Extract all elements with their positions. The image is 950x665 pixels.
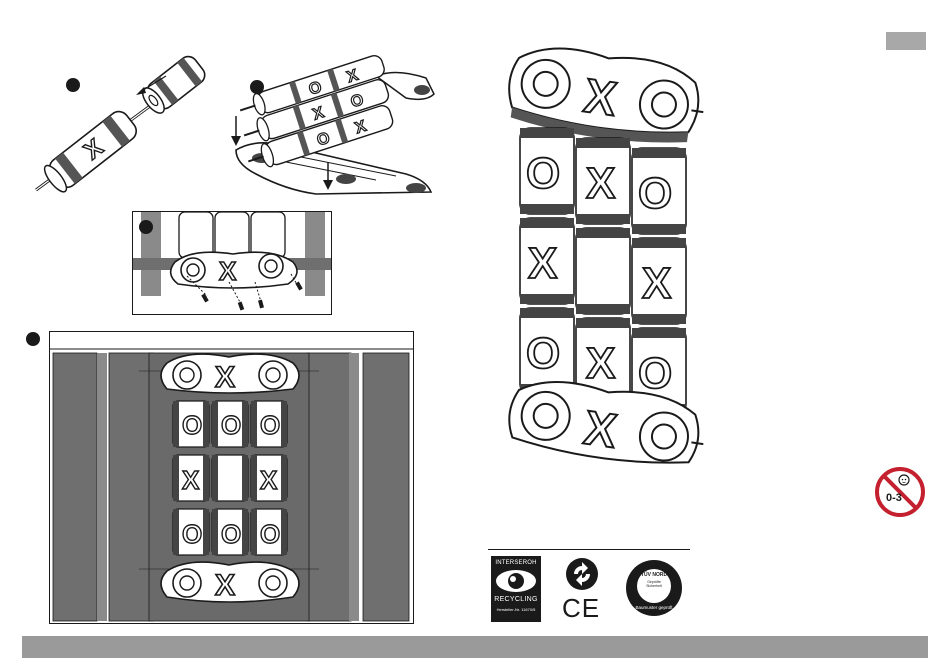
svg-text:X: X bbox=[182, 465, 200, 495]
interseroh-logo: INTERSEROH RECYCLING Hersteller-Nr. 1167… bbox=[491, 556, 541, 622]
tuv-inner-text: Geprüfte Sicherheit bbox=[640, 580, 668, 588]
tuv-logo: TÜV NORD Geprüfte Sicherheit Baumuster g… bbox=[624, 558, 684, 618]
step2-illustration: O X X O O X bbox=[226, 54, 456, 204]
step1-illustration: X bbox=[28, 40, 218, 200]
svg-text:O: O bbox=[182, 410, 202, 440]
green-dot-icon bbox=[560, 556, 604, 592]
step4-marker bbox=[26, 332, 40, 346]
footer-bar bbox=[22, 636, 928, 658]
interseroh-number-text: Hersteller-Nr. 11670/5 bbox=[491, 607, 541, 612]
step1-marker bbox=[66, 78, 80, 92]
interseroh-bottom-text: RECYCLING bbox=[491, 596, 541, 603]
svg-text:O: O bbox=[221, 410, 241, 440]
interseroh-eye-icon bbox=[491, 566, 541, 596]
svg-text:O: O bbox=[638, 169, 672, 218]
svg-text:O: O bbox=[221, 519, 241, 549]
svg-text:X: X bbox=[215, 569, 235, 602]
svg-text:O: O bbox=[526, 149, 560, 198]
step2-marker bbox=[250, 80, 264, 94]
age-warning-label: 0-3 bbox=[886, 492, 902, 504]
tuv-bottom-text: Baumuster geprüft bbox=[630, 605, 678, 610]
svg-text:O: O bbox=[260, 410, 280, 440]
interseroh-top-text: INTERSEROH bbox=[491, 560, 541, 566]
step3-marker bbox=[139, 220, 153, 234]
svg-text:X: X bbox=[642, 259, 671, 308]
logos-divider bbox=[488, 549, 690, 550]
svg-text:X: X bbox=[586, 159, 615, 208]
svg-text:X: X bbox=[219, 256, 237, 286]
svg-text:X: X bbox=[215, 361, 235, 394]
svg-text:O: O bbox=[526, 329, 560, 378]
svg-text:X: X bbox=[260, 465, 278, 495]
tuv-top-text: TÜV NORD bbox=[634, 572, 674, 578]
step4-illustration: X X bbox=[49, 331, 414, 624]
step3-illustration: X bbox=[132, 211, 332, 315]
svg-text:X: X bbox=[528, 239, 557, 288]
green-dot-logo bbox=[560, 556, 604, 592]
svg-text:O: O bbox=[638, 349, 672, 398]
age-warning-icon: 0-3 bbox=[874, 466, 926, 518]
svg-text:X: X bbox=[586, 339, 615, 388]
page-tab bbox=[886, 32, 926, 50]
ce-mark: CE bbox=[562, 594, 600, 622]
svg-text:O: O bbox=[260, 519, 280, 549]
svg-text:O: O bbox=[182, 519, 202, 549]
